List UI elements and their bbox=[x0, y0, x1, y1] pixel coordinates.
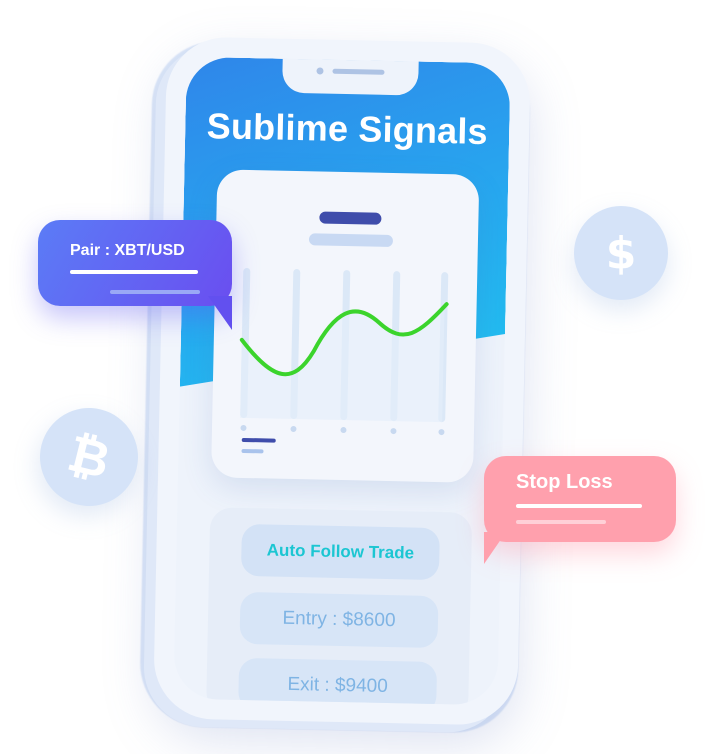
chart-dot bbox=[240, 424, 247, 431]
chart-dot bbox=[390, 428, 397, 435]
camera-dot bbox=[316, 67, 324, 75]
price-line bbox=[239, 302, 449, 377]
phone-notch bbox=[282, 56, 419, 96]
stop-loss-bubble-tail bbox=[484, 532, 506, 564]
chart-dot bbox=[290, 425, 297, 432]
speaker-bar bbox=[332, 68, 385, 75]
stop-loss-bubble: Stop Loss bbox=[484, 456, 676, 542]
legend-line-primary bbox=[241, 437, 276, 443]
pair-bubble-tail bbox=[208, 296, 232, 330]
pair-label: Pair : XBT/USD bbox=[70, 242, 185, 259]
pair-subline bbox=[110, 290, 200, 294]
signal-chart-card bbox=[210, 169, 480, 483]
bitcoin-coin-icon: ₿ bbox=[29, 397, 149, 517]
price-chart bbox=[239, 267, 449, 436]
pair-bubble: Pair : XBT/USD bbox=[38, 220, 232, 306]
chart-dot bbox=[438, 429, 445, 436]
exit-price-button[interactable]: Exit : $9400 bbox=[238, 657, 438, 706]
auto-follow-trade-button[interactable]: Auto Follow Trade bbox=[240, 523, 440, 581]
dollar-coin-icon: $ bbox=[574, 206, 668, 300]
entry-price-button[interactable]: Entry : $8600 bbox=[239, 591, 439, 649]
app-title: Sublime Signals bbox=[206, 105, 489, 152]
chart-dots bbox=[240, 424, 445, 436]
stop-loss-label: Stop Loss bbox=[516, 471, 613, 493]
chart-dot bbox=[340, 427, 347, 434]
stop-loss-subline bbox=[516, 520, 606, 524]
phone-device: Sublime Signals bbox=[152, 36, 532, 726]
stop-loss-underline bbox=[516, 504, 642, 508]
chart-area-fill bbox=[240, 304, 445, 423]
legend-line-secondary bbox=[241, 448, 264, 454]
phone-screen: Sublime Signals bbox=[173, 56, 511, 706]
pair-underline bbox=[70, 270, 198, 274]
trade-actions-panel: Auto Follow Trade Entry : $8600 Exit : $… bbox=[206, 507, 473, 706]
